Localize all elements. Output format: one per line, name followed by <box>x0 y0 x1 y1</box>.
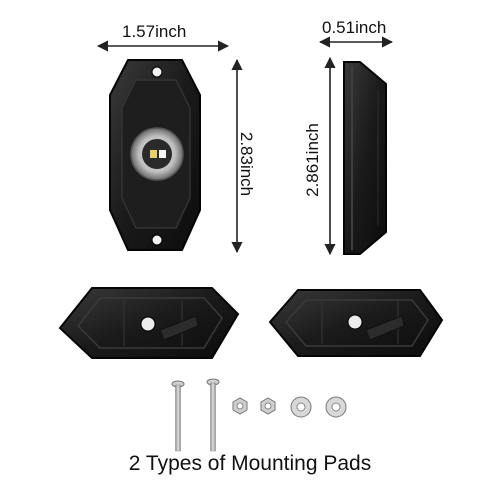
mounting-pad-2 <box>268 289 444 357</box>
side-height-label: 2.861inch <box>302 123 322 197</box>
height-label: 2.83inch <box>237 131 257 197</box>
pad-hole-icon <box>140 316 156 332</box>
depth-label: 0.51inch <box>322 18 387 37</box>
screw-icon <box>206 378 220 452</box>
washer-icon <box>290 396 312 418</box>
led-chip-icon <box>159 150 166 158</box>
mounting-pad-1 <box>58 287 240 359</box>
washer-icon <box>325 396 347 418</box>
mounting-hole-icon <box>151 234 163 246</box>
nut-icon <box>232 397 248 415</box>
caption: 2 Types of Mounting Pads <box>128 452 372 475</box>
led-chip-icon <box>150 150 157 158</box>
nut-icon <box>260 397 276 415</box>
rock-light-front-view <box>109 59 201 251</box>
rock-light-side-view <box>343 61 387 255</box>
mounting-hole-icon <box>151 66 163 78</box>
width-label: 1.57inch <box>122 22 187 41</box>
pad-hole-icon <box>347 314 363 330</box>
screw-icon <box>171 380 185 452</box>
